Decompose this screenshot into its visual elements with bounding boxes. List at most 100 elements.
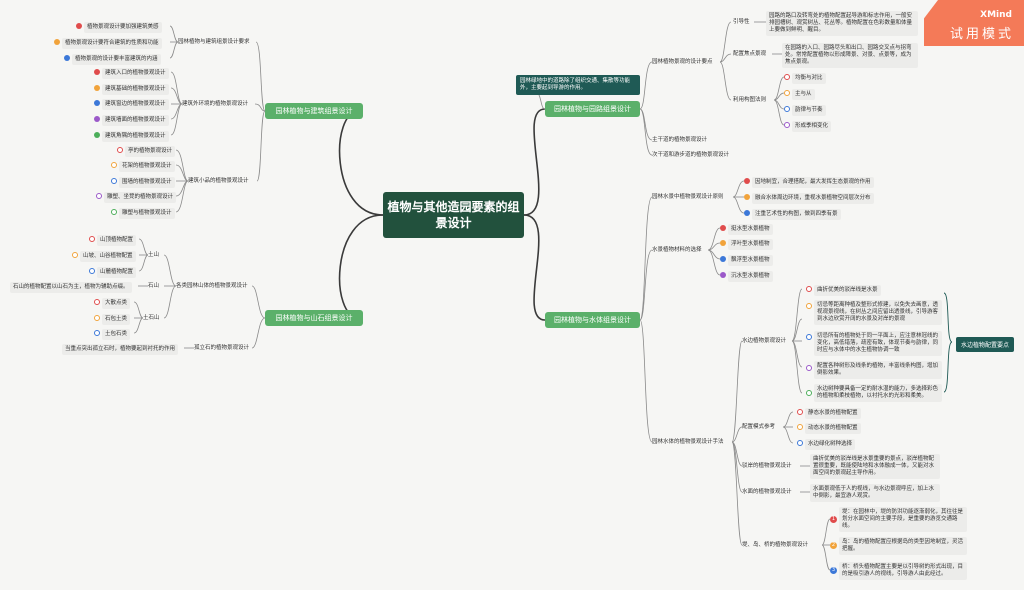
priority-ring-icon — [96, 193, 102, 199]
water-principle-item[interactable]: 融合水体周边环境，重视水景植物空间层次分布 — [752, 193, 874, 204]
building-ext-item[interactable]: 建筑窗边的植物景观设计 — [102, 99, 169, 110]
road-composition[interactable]: 利用构图法则 — [733, 97, 767, 103]
water-plant-item[interactable]: 浮叶型水景植物 — [728, 239, 773, 250]
water-surface[interactable]: 水面的植物景观设计 — [742, 489, 792, 495]
water-edge-item[interactable]: 曲折优美的驳岸线是水景 — [814, 285, 881, 296]
water-mode-item[interactable]: 水边绿化树种选择 — [805, 439, 856, 450]
rock-stone-hill[interactable]: 石山 — [148, 283, 160, 289]
building-small-item[interactable]: 雕塑与植物景观设计 — [119, 208, 175, 219]
road-focus[interactable]: 配置焦点景观 — [733, 51, 767, 57]
priority-dot-icon — [94, 69, 100, 75]
road-guide-text[interactable]: 园路的路口及转弯处的植物配置起导游和标志作用，一般安排园槽树、观赏树丛、花丛等。… — [766, 11, 918, 36]
water-bridge[interactable]: 堤、岛、桥的植物景观设计 — [742, 542, 809, 548]
priority-ring-icon — [806, 303, 812, 309]
number-1-icon: 1 — [830, 516, 837, 523]
bridge-item[interactable]: 桥：桥头植物配置主要是以引导树的形式出现，目的是吸引游人的视线，引导游人由此经过… — [839, 562, 967, 580]
road-rule-item[interactable]: 均衡与对比 — [792, 73, 826, 84]
branch-road[interactable]: 园林植物与园路组景设计 — [545, 101, 640, 117]
road-callout[interactable]: 园林绿地中的道路除了组织交通、集散等功能外，主要起到导游的作用。 — [516, 75, 640, 95]
stone-hill-text[interactable]: 石山的植物配置以山石为主，植物为辅助点缀。 — [10, 282, 132, 293]
priority-dot-icon — [94, 85, 100, 91]
building-req-item[interactable]: 植物景观设计要加强建筑美感 — [84, 22, 162, 33]
priority-ring-icon — [784, 122, 790, 128]
priority-ring-icon — [117, 147, 123, 153]
water-edge-item[interactable]: 切忌等距离种植及整形式修建，以免失去画意，透视观景视线，在树丛之间应留出透景线，… — [814, 300, 942, 325]
priority-dot-icon — [76, 23, 82, 29]
water-principle-item[interactable]: 因地制宜，合理搭配，最大发挥生态景观的作用 — [752, 177, 874, 188]
water-edge[interactable]: 水边植物景观设计 — [742, 338, 787, 344]
water-edge-item[interactable]: 配置各种树形及线条的植物，丰富线条构图，增加倒影效果。 — [814, 361, 942, 379]
water-edge-item[interactable]: 水边树种要具备一定的耐水湿的能力，多选择彩色的植物和柔枝植物，以衬托水的光彩和柔… — [814, 384, 942, 402]
priority-ring-icon — [797, 424, 803, 430]
mixed-hill-item[interactable]: 土包石类 — [102, 329, 131, 340]
xmind-brand: XMind — [980, 10, 1012, 20]
water-techniques[interactable]: 园林水体的植物景观设计手法 — [652, 439, 724, 445]
building-small-item[interactable]: 雕塑、坐凳的植物景观设计 — [104, 192, 177, 203]
building-req-item[interactable]: 植物景观的设计要丰富建筑的内涵 — [72, 54, 161, 65]
priority-dot-icon — [720, 225, 726, 231]
road-design-points[interactable]: 园林植物景观的设计要点 — [652, 59, 713, 65]
priority-dot-icon — [744, 210, 750, 216]
water-edge-item[interactable]: 切忌所有的植物处于同一平面上，应注意林冠线的变化，高低错落，疏密有致，体现节奏与… — [814, 331, 942, 356]
building-requirements[interactable]: 园林植物与建筑组景设计要求 — [178, 39, 250, 45]
road-rule-item[interactable]: 韵律与节奏 — [792, 105, 826, 116]
rock-mixed-hill[interactable]: 土石山 — [143, 315, 160, 321]
building-small-item[interactable]: 围墙的植物景观设计 — [119, 177, 175, 188]
building-exterior[interactable]: 建筑外环境的植物景观设计 — [182, 101, 249, 107]
building-ext-item[interactable]: 建筑基础的植物景观设计 — [102, 84, 169, 95]
priority-ring-icon — [89, 236, 95, 242]
building-ext-item[interactable]: 建筑入口的植物景观设计 — [102, 68, 169, 79]
bridge-item[interactable]: 岛：岛的植物配置应根据岛的类型因地制宜，灵活把握。 — [839, 537, 967, 555]
priority-ring-icon — [94, 299, 100, 305]
water-mode-item[interactable]: 静态水景的植物配置 — [805, 408, 861, 419]
road-focus-text[interactable]: 在园路的入口、园路尽头和出口、园路交叉点与拐弯处。常常配置植物以形成障景、对景、… — [782, 43, 918, 68]
priority-ring-icon — [111, 162, 117, 168]
branch-building[interactable]: 园林植物与建筑组景设计 — [265, 103, 363, 119]
water-mode[interactable]: 配置模式参考 — [742, 424, 776, 430]
building-small[interactable]: 建筑小品的植物景观设计 — [188, 178, 249, 184]
earth-hill-item[interactable]: 山顶植物配置 — [97, 235, 137, 246]
water-edge-summary[interactable]: 水边植物配置要点 — [956, 337, 1015, 352]
priority-ring-icon — [111, 209, 117, 215]
water-plant-item[interactable]: 沉水型水景植物 — [728, 271, 773, 282]
rock-isolated[interactable]: 孤立石的植物景观设计 — [194, 345, 250, 351]
building-small-item[interactable]: 亭的植物景观设计 — [125, 146, 176, 157]
mixed-hill-item[interactable]: 大散点类 — [102, 298, 131, 309]
water-plant-item[interactable]: 挺水型水景植物 — [728, 224, 773, 235]
branch-water[interactable]: 园林植物与水体组景设计 — [545, 312, 640, 328]
road-secondary[interactable]: 次干道和游步道的植物景观设计 — [652, 152, 730, 158]
water-bank-text[interactable]: 曲折优美的驳岸线是水景重要的景点，驳岸植物配置很重要，既能使陆地和水体融成一体，… — [810, 454, 940, 479]
water-materials[interactable]: 水景植物材料的选择 — [652, 247, 702, 253]
mixed-hill-item[interactable]: 石包土类 — [102, 314, 131, 325]
earth-hill-item[interactable]: 山坡、山谷植物配置 — [80, 251, 136, 262]
earth-hill-item[interactable]: 山麓植物配置 — [97, 267, 137, 278]
road-main[interactable]: 主干道的植物景观设计 — [652, 137, 708, 143]
building-req-item[interactable]: 植物景观设计要符合建筑的性质和功能 — [62, 38, 162, 49]
bridge-item[interactable]: 堤：在园林中，堤的防洪功能逐渐弱化，其往往是划分水面空间的主要手段，是重要的游览… — [839, 507, 967, 532]
root-topic[interactable]: 植物与其他造园要素的组景设计 — [383, 192, 524, 238]
isolated-rock-text[interactable]: 当重点突出孤立石时，植物要起到衬托的作用 — [62, 344, 179, 355]
priority-ring-icon — [797, 409, 803, 415]
water-principles[interactable]: 园林水景中植物景观设计原则 — [652, 194, 724, 200]
road-rule-item[interactable]: 形成季相变化 — [792, 121, 832, 132]
building-ext-item[interactable]: 建筑墙面的植物景观设计 — [102, 115, 169, 126]
building-small-item[interactable]: 花架的植物景观设计 — [119, 161, 175, 172]
priority-ring-icon — [784, 90, 790, 96]
building-ext-item[interactable]: 建筑角隅的植物景观设计 — [102, 131, 169, 142]
rock-earth-hill[interactable]: 土山 — [148, 252, 160, 258]
priority-dot-icon — [94, 132, 100, 138]
water-principle-item[interactable]: 注重艺术性的构图，做到四季有景 — [752, 209, 841, 220]
road-rule-item[interactable]: 主与从 — [792, 89, 815, 100]
road-guide[interactable]: 引导性 — [733, 19, 750, 25]
priority-dot-icon — [744, 178, 750, 184]
water-surface-text[interactable]: 水面景观低于人的视线，与水边景观呼应，加上水中倒影，最宜游人观赏。 — [810, 484, 940, 502]
trial-mode-badge[interactable]: XMind 试用模式 — [924, 0, 1024, 46]
priority-ring-icon — [94, 315, 100, 321]
water-bank[interactable]: 驳岸的植物景观设计 — [742, 463, 792, 469]
rock-mountains[interactable]: 各类园林山体的植物景观设计 — [176, 283, 248, 289]
water-plant-item[interactable]: 飘浮型水景植物 — [728, 255, 773, 266]
trial-mode-label: 试用模式 — [949, 27, 1014, 42]
water-mode-item[interactable]: 动态水景的植物配置 — [805, 423, 861, 434]
branch-rock[interactable]: 园林植物与山石组景设计 — [265, 310, 363, 326]
